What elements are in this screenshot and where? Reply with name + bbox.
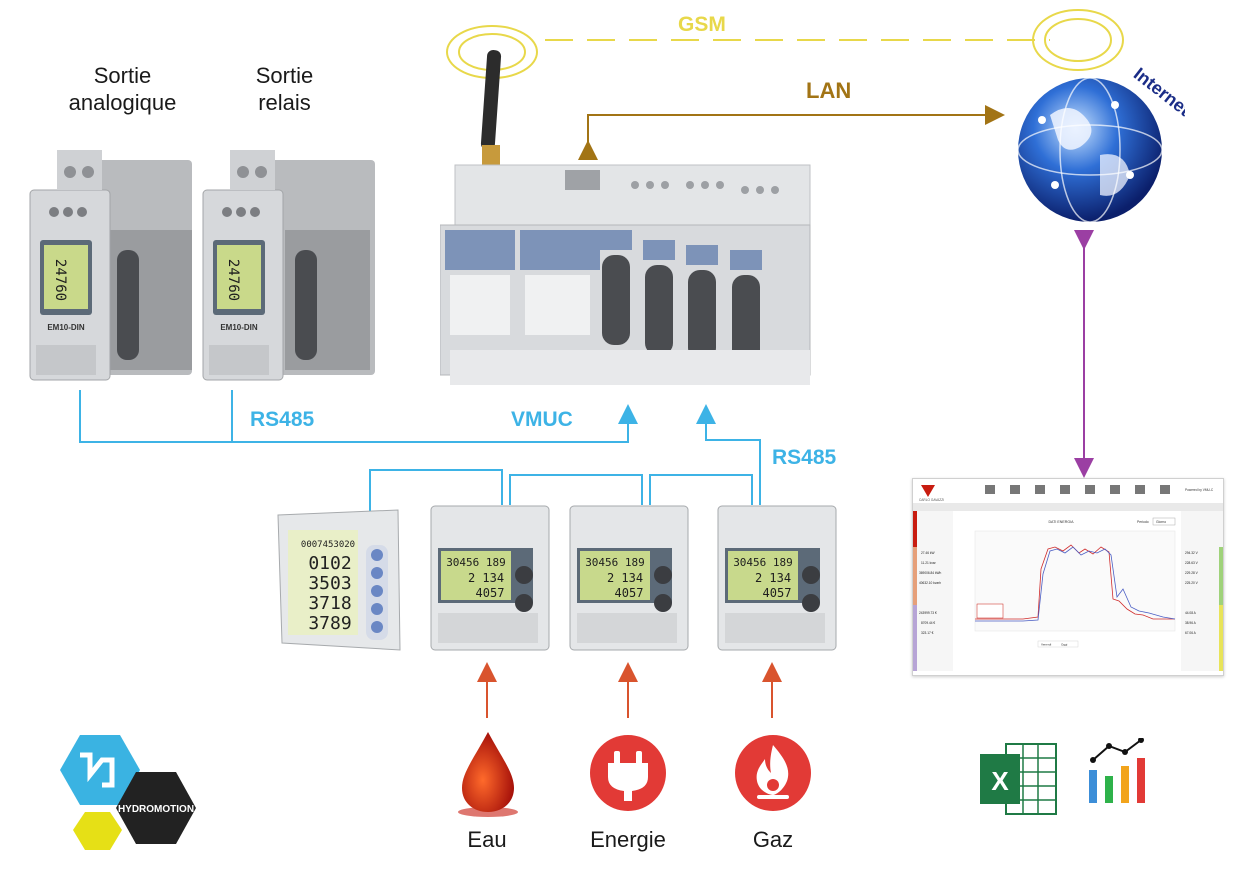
em24-energy-top: 30456 189	[585, 556, 645, 569]
wm-reading-4: 3789	[308, 613, 351, 634]
period-select[interactable]	[1152, 517, 1176, 526]
em24-water-mid: 2 134	[468, 571, 504, 585]
analog-output-label: Sortie analogique	[55, 62, 190, 116]
analog-output-line2: analogique	[68, 90, 177, 115]
dash-left-val-5: 243999.73 €	[919, 611, 937, 615]
dash-right-val-6: 38.96 A	[1185, 621, 1197, 625]
em24-energy-bot: 4057	[615, 586, 644, 600]
logo-text: HYDROMOTION	[118, 804, 194, 815]
wm-top-reading: 0007453020	[301, 540, 355, 550]
flame-icon	[735, 735, 811, 811]
wm-power-analyzer: 0007453020 0102 3503 3718 3789	[277, 509, 401, 651]
rs485-label-right: RS485	[772, 446, 837, 469]
dash-right-val-3: 229.28 V	[1185, 571, 1199, 575]
lan-label: LAN	[806, 78, 852, 103]
em24-water-top: 30456 189	[446, 556, 506, 569]
analog-output-line1: Sortie	[93, 63, 152, 88]
series-oggi	[975, 544, 1175, 620]
water-label: Eau	[467, 827, 507, 852]
dash-right-val-7: 67.06 A	[1185, 631, 1197, 635]
series-venerdi	[975, 546, 1176, 622]
em10-relay-model: EM10-DIN	[220, 323, 258, 332]
rs485-bus-left	[79, 390, 233, 443]
dash-left-val-4: 40632.10 kvarh	[919, 581, 941, 585]
em24-gas-mid: 2 134	[755, 571, 791, 585]
legend-oggi: Oggi	[1061, 643, 1068, 647]
relay-output-label: Sortie relais	[222, 62, 347, 116]
em10-analog-value: 24760	[52, 259, 68, 301]
em24-gas-bot: 4057	[763, 586, 792, 600]
period-label: Periodo	[1137, 520, 1149, 524]
dash-right-val-5: 44.08 A	[1185, 611, 1197, 615]
dash-left-val-6: 8709.44 €	[921, 621, 935, 625]
em24-water-bot: 4057	[476, 586, 505, 600]
svg-text:X: X	[991, 766, 1009, 796]
dashboard-canvas: CARLO GAVAZZI Powered by VMU-C DATI ENER…	[913, 479, 1223, 671]
dash-right-val-4: 225.20 V	[1185, 581, 1199, 585]
dashboard-powered: Powered by VMU-C	[1185, 488, 1214, 492]
water-drop-icon	[458, 732, 518, 817]
internet-globe: Internet	[1017, 64, 1185, 223]
dashboard-window: CARLO GAVAZZI Powered by VMU-C DATI ENER…	[912, 478, 1224, 676]
em24-gas-top: 30456 189	[733, 556, 793, 569]
legend-venerdi: Venerdì	[1041, 643, 1052, 647]
hydromotion-logo: HYDROMOTION	[60, 735, 196, 850]
dashboard-brand: CARLO GAVAZZI	[919, 498, 944, 502]
dash-left-val-2: 11.21 kvar	[921, 561, 937, 565]
dash-left-val-7: 323.17 €	[921, 631, 934, 635]
dash-left-val-1: 27.46 kW	[921, 551, 934, 555]
wm-reading-3: 3718	[308, 593, 351, 614]
rs485-label-left: RS485	[250, 408, 315, 431]
em24-meter-water: 30456 189 2 134 4057	[430, 505, 550, 651]
wm-reading-1: 0102	[308, 553, 351, 574]
em10-analog-meter: 24760 EM10-DIN	[29, 150, 192, 381]
em24-meter-energy: 30456 189 2 134 4057	[569, 505, 689, 651]
dash-right-val-1: 294.32 V	[1185, 551, 1199, 555]
vmuc-controller	[440, 50, 811, 385]
plug-icon	[590, 735, 666, 811]
vmuc-label: VMUC	[511, 408, 573, 431]
lan-link	[578, 105, 1005, 160]
em24-energy-mid: 2 134	[607, 571, 643, 585]
em10-analog-model: EM10-DIN	[47, 323, 85, 332]
energy-label: Energie	[590, 827, 666, 852]
em24-meter-gas: 30456 189 2 134 4057	[717, 505, 837, 651]
excel-icon: X	[980, 743, 1057, 815]
relay-output-line1: Sortie	[255, 63, 314, 88]
em10-relay-meter: 24760 EM10-DIN	[202, 150, 375, 381]
bar-chart-icon	[1089, 738, 1145, 803]
chart-title: DATI ENERGIA	[1048, 520, 1074, 524]
rs485-bus-right	[696, 404, 761, 505]
gas-label: Gaz	[752, 827, 794, 852]
dash-right-val-2: 228.63 V	[1185, 561, 1199, 565]
relay-output-line2: relais	[258, 90, 311, 115]
gsm-label: GSM	[678, 13, 726, 36]
period-value: Giorno	[1156, 520, 1166, 524]
wm-reading-2: 3503	[308, 573, 351, 594]
dash-left-val-3: 369006.84 kWh	[919, 571, 942, 575]
em10-relay-value: 24760	[225, 259, 241, 301]
